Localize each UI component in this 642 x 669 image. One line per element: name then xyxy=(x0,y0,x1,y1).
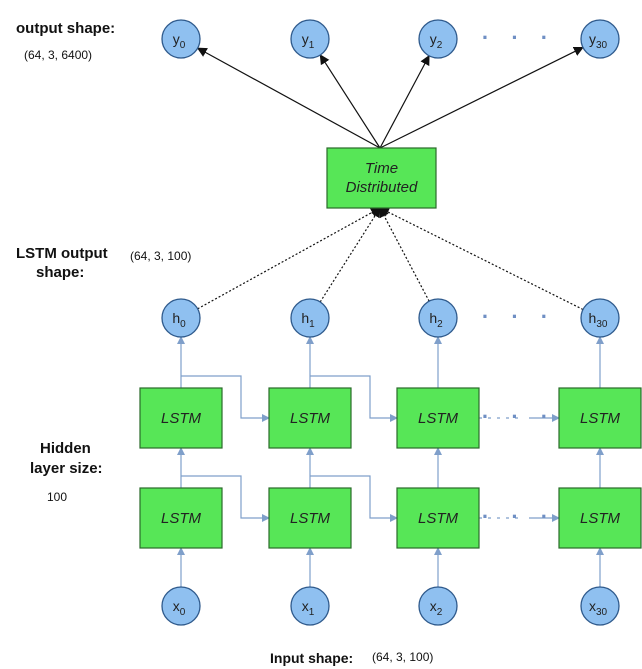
lstm-cell-lower-3-shape xyxy=(558,487,642,549)
lstm-cell-label: LSTM xyxy=(290,510,331,527)
lstm-cell-label: LSTM xyxy=(418,510,459,527)
input-shape-title: Input shape: xyxy=(270,650,354,666)
td-to-output-arrow-2 xyxy=(379,54,430,149)
output-shape-value: (64, 3, 6400) xyxy=(24,48,93,62)
lstm-cell-upper-0: LSTM xyxy=(139,387,223,449)
time-distributed-line2: Distributed xyxy=(346,179,418,196)
lstm-cell-upper-3: LSTM xyxy=(558,387,642,449)
input-node-2: x2 xyxy=(418,586,458,626)
output-node-1-shape xyxy=(290,19,330,59)
time-distributed-line1: Time xyxy=(365,160,398,177)
recurrent-arrow-top-0 xyxy=(181,375,270,422)
input-shape-value: (64, 3, 100) xyxy=(372,650,434,664)
lstm-cell-lower-1-shape xyxy=(268,487,352,549)
lstm-output-shape-value: (64, 3, 100) xyxy=(130,249,192,263)
lstm-ellipsis-1: · · · xyxy=(482,504,556,529)
hidden-ellipsis: · · · xyxy=(482,304,556,329)
recurrent-arrow-bottom-0 xyxy=(181,475,270,522)
lstm-cell-lower-2-shape xyxy=(396,487,480,549)
output-node-0: y0 xyxy=(161,19,201,59)
time-distributed-box-shape xyxy=(326,147,437,209)
hidden-state-node-2-shape xyxy=(418,298,458,338)
recurrent-arrow-bottom-1 xyxy=(310,475,398,522)
td-to-output-arrow-0 xyxy=(196,47,381,149)
input-node-2-shape xyxy=(418,586,458,626)
output-node-2: y2 xyxy=(418,19,458,59)
lstm-cell-upper-2-shape xyxy=(396,387,480,449)
lstm-cell-lower-1: LSTM xyxy=(268,487,352,549)
hidden-state-node-3: h30 xyxy=(580,298,620,338)
lstm-cell-upper-0-shape xyxy=(139,387,223,449)
input-node-1-shape xyxy=(290,586,330,626)
lstm-cell-label: LSTM xyxy=(290,410,331,427)
output-ellipsis: · · · xyxy=(482,25,556,50)
output-node-0-shape xyxy=(161,19,201,59)
hidden-to-td-arrow-3 xyxy=(379,207,584,311)
lstm-cell-label: LSTM xyxy=(161,410,202,427)
hidden-size-title-line1: Hidden xyxy=(40,440,91,457)
lstm-cell-lower-0: LSTM xyxy=(139,487,223,549)
lstm-ellipsis-0: · · · xyxy=(482,404,556,429)
input-node-3-shape xyxy=(580,586,620,626)
hidden-state-node-2: h2 xyxy=(418,298,458,338)
output-node-2-shape xyxy=(418,19,458,59)
hidden-to-td-arrow-2 xyxy=(379,207,430,302)
hidden-to-td-arrow-1 xyxy=(319,207,381,303)
td-to-output-arrow-1 xyxy=(319,54,381,149)
input-node-0: x0 xyxy=(161,586,201,626)
td-to-output-arrow-3 xyxy=(379,46,584,149)
lstm-cell-upper-1-shape xyxy=(268,387,352,449)
hidden-state-node-3-shape xyxy=(580,298,620,338)
lstm-cell-label: LSTM xyxy=(580,510,621,527)
hidden-size-title-line2: layer size: xyxy=(30,460,103,477)
lstm-output-title-line2: shape: xyxy=(36,264,85,281)
lstm-output-title-line1: LSTM output xyxy=(16,245,108,262)
output-node-1: y1 xyxy=(290,19,330,59)
lstm-cell-lower-2: LSTM xyxy=(396,487,480,549)
hidden-state-node-0: h0 xyxy=(161,298,201,338)
hidden-to-td-arrow-0 xyxy=(197,207,381,310)
hidden-state-node-1: h1 xyxy=(290,298,330,338)
hidden-size-value: 100 xyxy=(47,490,68,504)
output-node-3: y30 xyxy=(580,19,620,59)
input-node-0-shape xyxy=(161,586,201,626)
lstm-cell-upper-1: LSTM xyxy=(268,387,352,449)
hidden-state-node-0-shape xyxy=(161,298,201,338)
lstm-cell-upper-3-shape xyxy=(558,387,642,449)
lstm-cell-upper-2: LSTM xyxy=(396,387,480,449)
lstm-cell-label: LSTM xyxy=(418,410,459,427)
output-node-3-shape xyxy=(580,19,620,59)
lstm-cell-label: LSTM xyxy=(580,410,621,427)
output-shape-title: output shape: xyxy=(16,20,116,37)
lstm-cell-lower-3: LSTM xyxy=(558,487,642,549)
input-node-1: x1 xyxy=(290,586,330,626)
hidden-state-node-1-shape xyxy=(290,298,330,338)
input-node-3: x30 xyxy=(580,586,620,626)
recurrent-arrow-top-1 xyxy=(310,375,398,422)
lstm-cell-label: LSTM xyxy=(161,510,202,527)
lstm-cell-lower-0-shape xyxy=(139,487,223,549)
